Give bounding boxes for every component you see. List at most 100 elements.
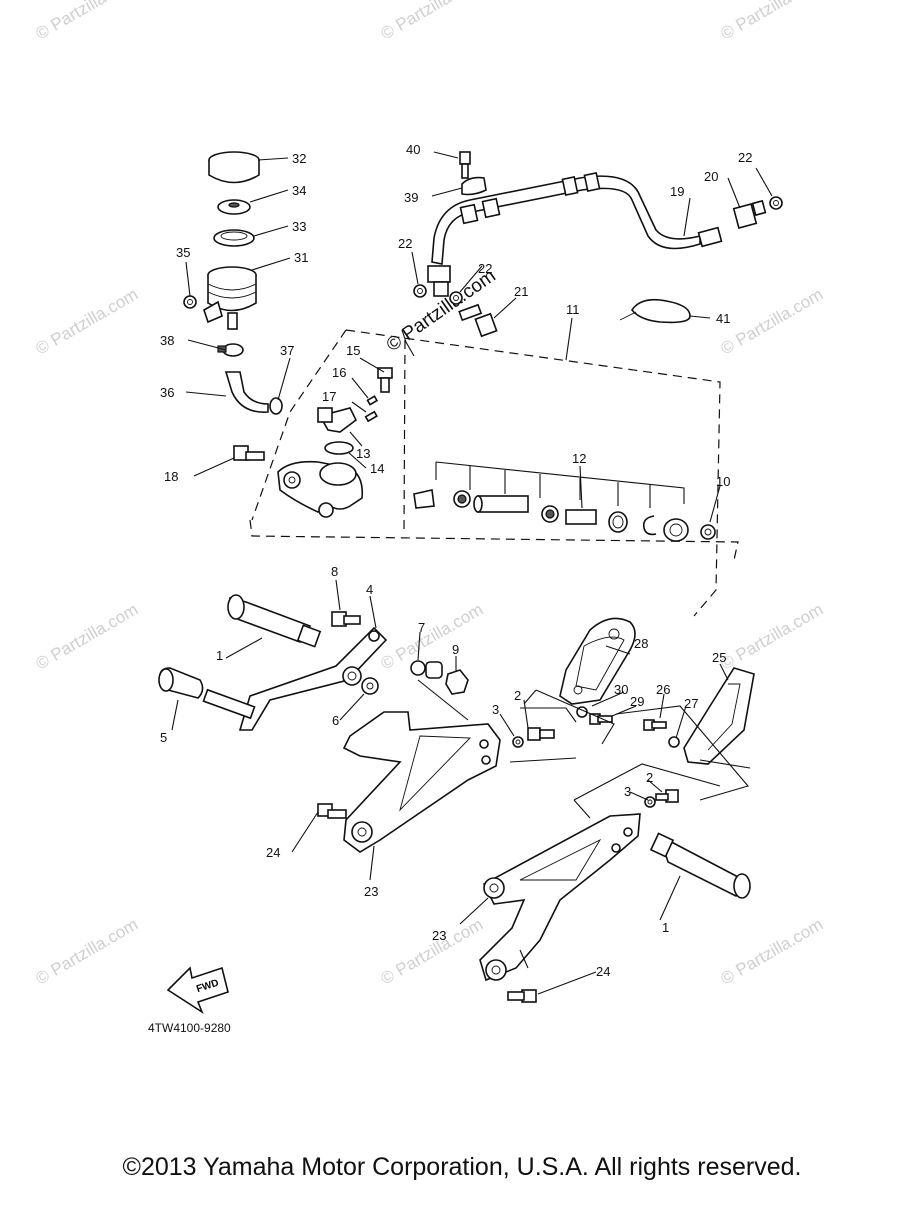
oring-14[interactable] — [324, 441, 354, 455]
callout-4[interactable]: 4 — [366, 582, 373, 597]
callout-20[interactable]: 20 — [704, 169, 718, 184]
pedal-rubber-5[interactable] — [158, 667, 204, 699]
circlip[interactable] — [642, 515, 657, 536]
bolt-2-lower[interactable] — [655, 789, 679, 803]
gasket-22-mid[interactable] — [449, 291, 463, 305]
washer-35[interactable] — [183, 295, 197, 309]
diaphragm[interactable] — [213, 229, 255, 247]
footrest-bracket-23-lower[interactable] — [479, 813, 641, 982]
washer-3-lower[interactable] — [644, 796, 656, 808]
callout-23-lower[interactable]: 23 — [432, 928, 446, 943]
callout-7[interactable]: 7 — [418, 620, 425, 635]
bolt-26[interactable] — [643, 719, 667, 731]
callout-29[interactable]: 29 — [630, 694, 644, 709]
callout-34[interactable]: 34 — [292, 183, 306, 198]
nut-9[interactable] — [445, 669, 469, 695]
bolt-24-upper[interactable] — [317, 803, 347, 819]
reservoir-tank[interactable] — [203, 266, 257, 330]
callout-5[interactable]: 5 — [160, 730, 167, 745]
callout-24-upper[interactable]: 24 — [266, 845, 280, 860]
spring[interactable] — [413, 489, 435, 509]
callout-3-lower[interactable]: 3 — [624, 784, 631, 799]
piston[interactable] — [473, 495, 529, 513]
callout-11[interactable]: 11 — [566, 302, 580, 317]
callout-31[interactable]: 31 — [294, 250, 308, 265]
callout-28[interactable]: 28 — [634, 636, 648, 651]
callout-16[interactable]: 16 — [332, 365, 346, 380]
joint-13[interactable] — [317, 407, 358, 433]
push-rod[interactable] — [565, 509, 597, 525]
gasket-22-right[interactable] — [769, 196, 783, 210]
callout-24-lower[interactable]: 24 — [596, 964, 610, 979]
footrest-bracket-23-upper[interactable] — [342, 711, 501, 853]
callout-1-top[interactable]: 1 — [216, 648, 223, 663]
diaphragm-plate[interactable] — [217, 199, 251, 215]
union-bolt-21[interactable] — [458, 303, 498, 338]
callout-1-bottom[interactable]: 1 — [662, 920, 669, 935]
washer-6[interactable] — [361, 677, 379, 695]
callout-18[interactable]: 18 — [164, 469, 178, 484]
callout-12[interactable]: 12 — [572, 451, 586, 466]
clamp-37[interactable] — [269, 397, 283, 415]
bolt-29[interactable] — [589, 713, 613, 725]
callout-9[interactable]: 9 — [452, 642, 459, 657]
banjo-bolt-20[interactable] — [732, 199, 767, 229]
callout-14[interactable]: 14 — [370, 461, 384, 476]
callout-19[interactable]: 19 — [670, 184, 684, 199]
bolt-40[interactable] — [459, 151, 471, 179]
washer-16[interactable] — [366, 395, 379, 406]
screw-17[interactable] — [364, 410, 378, 423]
footrest-peg-1-top[interactable] — [227, 594, 322, 648]
reservoir-cap[interactable] — [208, 151, 260, 184]
callout-2-lower[interactable]: 2 — [646, 770, 653, 785]
callout-33[interactable]: 33 — [292, 219, 306, 234]
callout-22-mid[interactable]: 22 — [478, 261, 492, 276]
callout-41[interactable]: 41 — [716, 311, 730, 326]
collar-7[interactable] — [410, 660, 443, 679]
callout-36[interactable]: 36 — [160, 385, 174, 400]
callout-26[interactable]: 26 — [656, 682, 670, 697]
callout-40[interactable]: 40 — [406, 142, 420, 157]
callout-15[interactable]: 15 — [346, 343, 360, 358]
callout-21[interactable]: 21 — [514, 284, 528, 299]
hose-guide[interactable] — [461, 176, 487, 196]
callout-23-upper[interactable]: 23 — [364, 884, 378, 899]
washer-27[interactable] — [668, 736, 680, 748]
callout-39[interactable]: 39 — [404, 190, 418, 205]
callout-22-right[interactable]: 22 — [738, 150, 752, 165]
footrest-peg-1-bottom[interactable] — [649, 832, 751, 899]
cable-band[interactable] — [619, 298, 691, 324]
bolt-8[interactable] — [331, 611, 361, 627]
bolt-24-lower[interactable] — [507, 989, 537, 1003]
gasket-22-left[interactable] — [413, 284, 427, 298]
callout-22-left[interactable]: 22 — [398, 236, 412, 251]
callout-3-upper[interactable]: 3 — [492, 702, 499, 717]
callout-8[interactable]: 8 — [331, 564, 338, 579]
heel-guard-25[interactable] — [683, 667, 755, 765]
callout-32[interactable]: 32 — [292, 151, 306, 166]
washer-3-upper[interactable] — [512, 736, 524, 748]
master-cylinder-body[interactable] — [277, 460, 364, 518]
brake-hose[interactable] — [427, 171, 723, 297]
seal[interactable] — [541, 505, 559, 523]
cup[interactable] — [453, 490, 471, 508]
boot[interactable] — [663, 518, 689, 542]
callout-6[interactable]: 6 — [332, 713, 339, 728]
callout-13[interactable]: 13 — [356, 446, 370, 461]
callout-35[interactable]: 35 — [176, 245, 190, 260]
callout-10[interactable]: 10 — [716, 474, 730, 489]
heel-guard-28[interactable] — [559, 617, 636, 705]
callout-25[interactable]: 25 — [712, 650, 726, 665]
ring[interactable] — [608, 511, 628, 533]
callout-17[interactable]: 17 — [322, 389, 336, 404]
screw-15[interactable] — [377, 367, 393, 393]
bolt-18[interactable] — [233, 445, 265, 461]
callout-27[interactable]: 27 — [684, 696, 698, 711]
reservoir-hose[interactable] — [224, 371, 269, 413]
callout-37[interactable]: 37 — [280, 343, 294, 358]
bolt-2-upper[interactable] — [527, 727, 555, 741]
callout-30[interactable]: 30 — [614, 682, 628, 697]
callout-2-upper[interactable]: 2 — [514, 688, 521, 703]
nut-10[interactable] — [700, 524, 716, 540]
callout-38[interactable]: 38 — [160, 333, 174, 348]
